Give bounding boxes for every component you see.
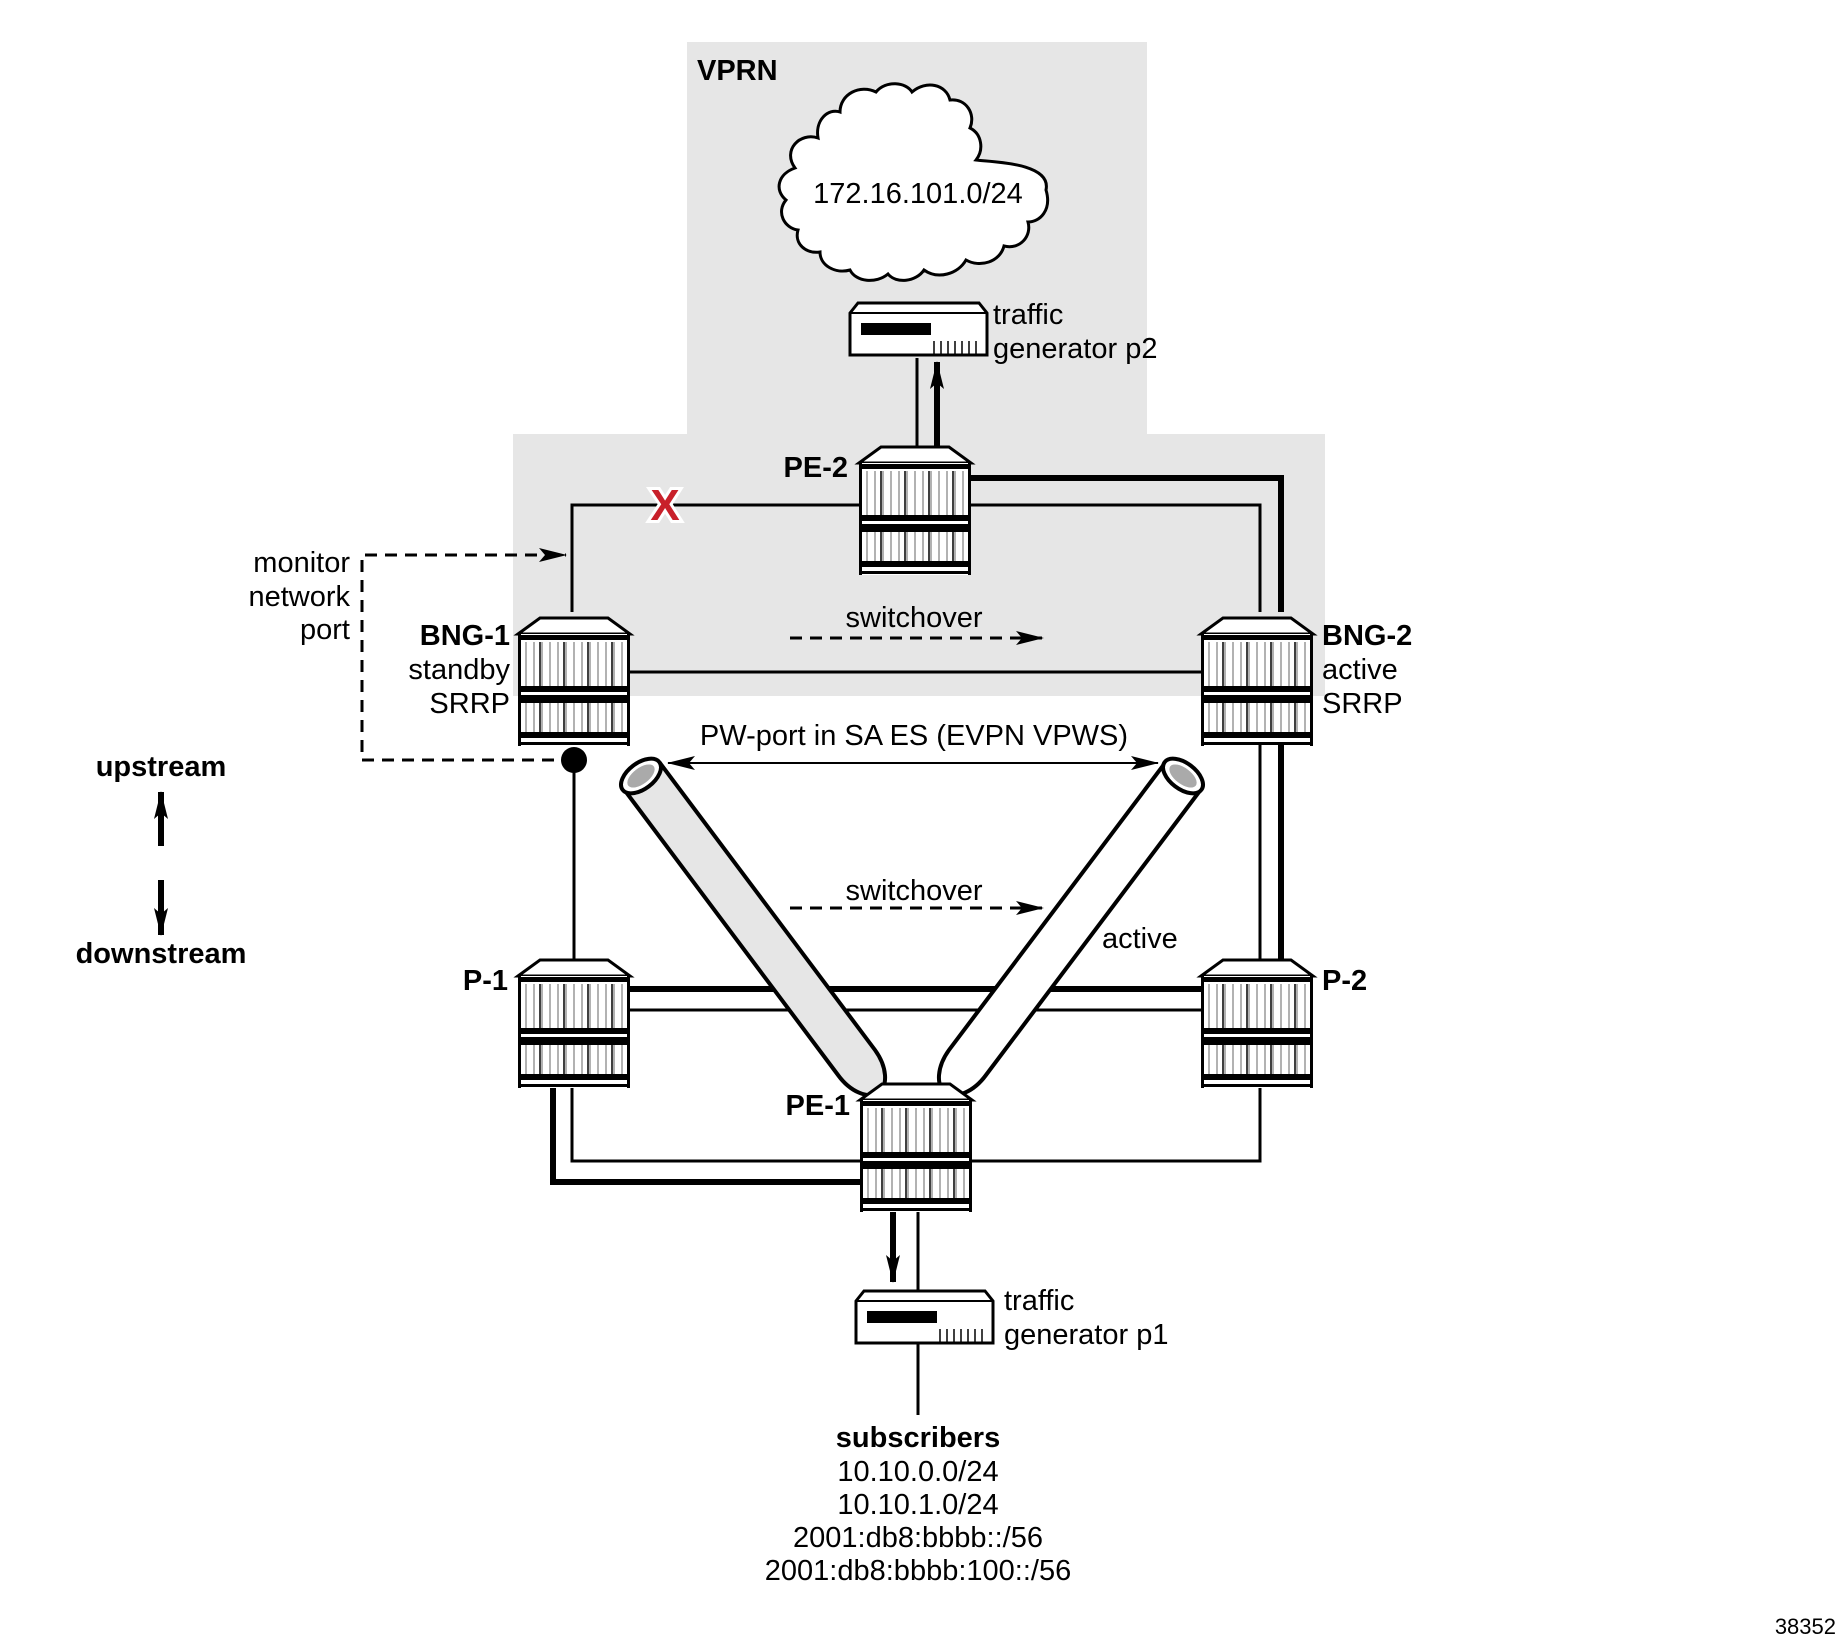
cloud-icon: [777, 82, 1049, 282]
monitor-label-line3: port: [300, 614, 350, 646]
router-p2-icon: [1199, 958, 1315, 1090]
router-bng1-label: BNG-1: [420, 620, 510, 652]
bng1-protocol: SRRP: [429, 688, 510, 720]
pw-port-label: PW-port in SA ES (EVPN VPWS): [700, 720, 1128, 752]
traffic-generator-p2-label-line2: generator p2: [993, 333, 1157, 365]
link-pe2-bng2-active: [971, 475, 1284, 612]
switchover-lower-label: switchover: [846, 875, 983, 907]
figure-id: 38352: [1775, 1614, 1836, 1639]
subscriber-prefix: 2001:db8:bbbb:100::/56: [765, 1555, 1071, 1587]
router-pe2-label: PE-2: [784, 452, 848, 484]
bng2-protocol: SRRP: [1322, 688, 1403, 720]
link-failure-icon: X X: [647, 478, 682, 533]
traffic-generator-p2-icon: [848, 301, 989, 357]
subscriber-prefix: 2001:db8:bbbb::/56: [793, 1522, 1043, 1554]
traffic-generator-p2-label-line1: traffic: [993, 299, 1063, 331]
link-p1-pe1: [570, 1087, 860, 1163]
router-p1-label: P-1: [463, 965, 508, 997]
switchover-upper-label: switchover: [846, 602, 983, 634]
traffic-generator-p1-label-line1: traffic: [1004, 1285, 1074, 1317]
router-p1-icon: [516, 958, 632, 1090]
upstream-label: upstream: [96, 751, 227, 783]
svg-text:X: X: [650, 481, 679, 530]
link-pe2-bng2: [971, 503, 1262, 612]
router-pe2-icon: [857, 445, 973, 577]
monitor-label-line2: network: [248, 581, 350, 613]
monitor-label-line1: monitor: [253, 547, 350, 579]
vprn-title: VPRN: [697, 55, 778, 87]
subscriber-prefix: 10.10.0.0/24: [837, 1456, 998, 1488]
vprn-network-label: 172.16.101.0/24: [813, 178, 1023, 210]
bng2-role: active: [1322, 654, 1398, 686]
router-pe1-icon: [858, 1082, 974, 1214]
link-p2-pe1: [972, 1087, 1262, 1163]
router-bng2-icon: [1199, 616, 1315, 748]
subscriber-prefix: 10.10.1.0/24: [837, 1489, 998, 1521]
traffic-generator-p1-label-line2: generator p1: [1004, 1319, 1168, 1351]
router-bng1-icon: [516, 616, 632, 748]
pw-active-label: active: [1102, 923, 1178, 955]
link-pe2-bng1-failed: [570, 503, 860, 612]
vprn-region: [513, 42, 1325, 696]
router-bng2-label: BNG-2: [1322, 620, 1412, 652]
router-p2-label: P-2: [1322, 965, 1367, 997]
svg-text:X: X: [650, 481, 679, 530]
downstream-label: downstream: [76, 938, 247, 970]
router-pe1-label: PE-1: [786, 1090, 850, 1122]
subscribers-title: subscribers: [836, 1422, 1000, 1454]
pw-tube-standby: [619, 756, 888, 1098]
traffic-generator-p1-icon: [854, 1289, 995, 1345]
link-p1-pe1-active: [550, 1087, 860, 1185]
bng1-role: standby: [408, 654, 510, 686]
monitor-network-port-path: [360, 548, 574, 762]
